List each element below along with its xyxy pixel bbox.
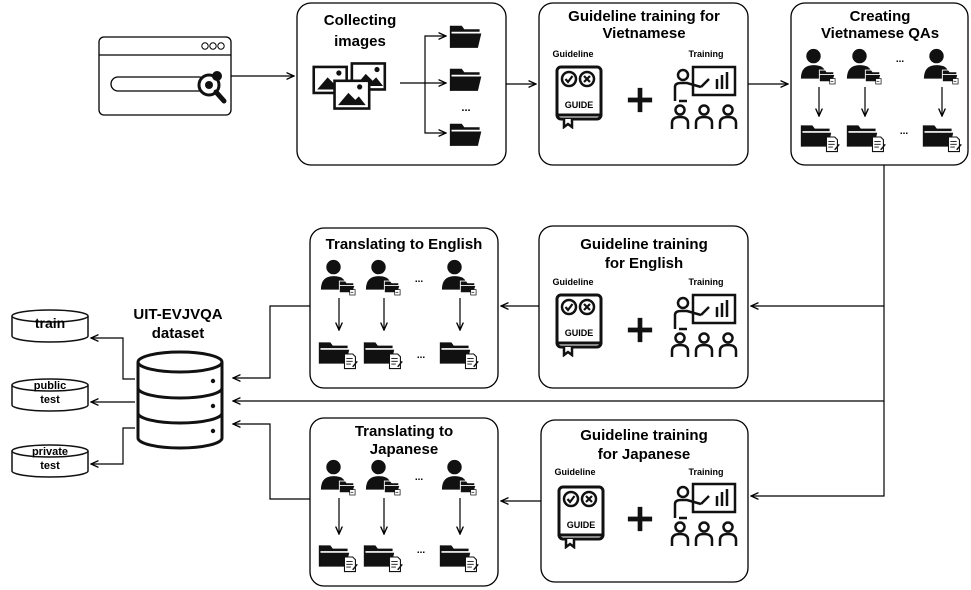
guideline-japanese-box: Guideline training for Japanese Guidelin… (540, 419, 749, 583)
creating-title-2: Vietnamese QAs (821, 25, 939, 42)
arrow-dataset-to-train (91, 338, 135, 380)
creating-vietnamese-qas-box: Creating Vietnamese QAs ... ... (790, 2, 969, 166)
collecting-images-box: Collecting images ... (296, 2, 507, 166)
translate-ja-title-2: Japanese (370, 441, 438, 458)
guide-book-text: GUIDE (565, 328, 594, 338)
guide-book-icon (557, 485, 605, 549)
guide-book-icon (555, 293, 603, 357)
guideline-label: Guideline (552, 277, 593, 287)
dataset-title-1: UIT-EVJVQA (133, 306, 222, 323)
translate-ja-title-1: Translating to (355, 423, 453, 440)
guideline-vi-title-2: Vietnamese (602, 25, 685, 42)
public-label-1: public (34, 380, 66, 392)
guideline-vietnamese-box: Guideline training for Vietnamese Guidel… (538, 2, 749, 166)
dataset-title-2: dataset (152, 325, 205, 342)
guideline-ja-title-2: for Japanese (598, 446, 691, 463)
private-test-split: private test (11, 444, 89, 478)
private-label-2: test (40, 460, 60, 472)
guideline-english-box: Guideline training for English Guideline… (538, 225, 749, 389)
translate-en-title: Translating to English (326, 236, 483, 253)
creating-ellipsis-2: ... (900, 126, 909, 137)
collecting-ellipsis: ... (461, 102, 470, 114)
guideline-vi-title-1: Guideline training for (568, 8, 720, 25)
guideline-label: Guideline (552, 49, 593, 59)
arrow-japanese-to-dataset (233, 424, 310, 500)
translate-ja-ellipsis: ... (415, 472, 424, 483)
browser-search-icon (98, 36, 232, 116)
train-label: train (35, 315, 65, 331)
collecting-title-1: Collecting (324, 12, 397, 29)
training-label: Training (688, 277, 723, 287)
guide-book-text: GUIDE (567, 520, 596, 530)
arrow-english-to-dataset (233, 305, 310, 378)
translate-en-ellipsis: ... (415, 274, 424, 285)
translating-english-box: Translating to English ... ... (309, 227, 499, 389)
guideline-en-title-1: Guideline training (580, 236, 708, 253)
guideline-en-title-2: for English (605, 255, 683, 272)
collecting-title-2: images (334, 33, 386, 50)
public-test-split: public test (11, 378, 89, 412)
translating-japanese-box: Translating to Japanese ... ... (309, 417, 499, 587)
arrow-dataset-to-private (91, 427, 135, 464)
creating-title-1: Creating (850, 8, 911, 25)
training-label: Training (688, 467, 723, 477)
training-label: Training (688, 49, 723, 59)
translate-ja-ellipsis-2: ... (417, 545, 426, 556)
guide-book-icon (555, 65, 603, 129)
train-split: train (11, 309, 89, 343)
creating-ellipsis: ... (896, 54, 905, 65)
private-label-1: private (32, 446, 68, 458)
database-icon (136, 350, 224, 450)
guideline-ja-title-1: Guideline training (580, 427, 708, 444)
guide-book-text: GUIDE (565, 100, 594, 110)
translate-en-ellipsis-2: ... (417, 350, 426, 361)
public-label-2: test (40, 394, 60, 406)
guideline-label: Guideline (554, 467, 595, 477)
arrow-creating-to-guideline-ja (751, 165, 885, 496)
